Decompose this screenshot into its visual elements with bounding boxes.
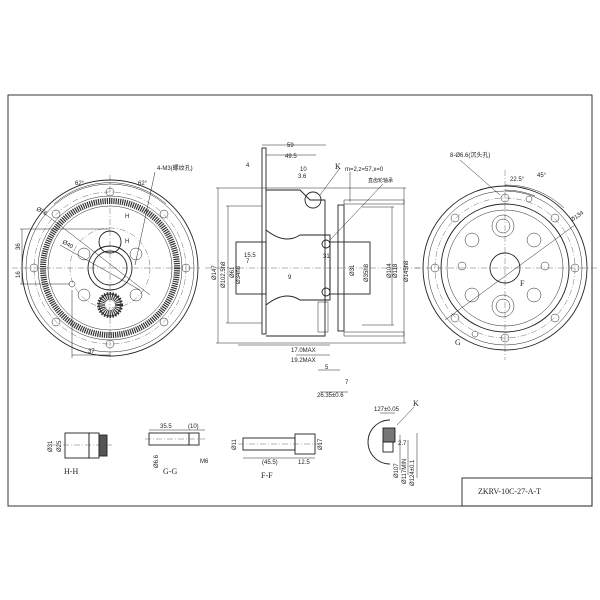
section-marker: G <box>455 338 461 347</box>
section-label: F-F <box>261 471 273 480</box>
section-label: G-G <box>163 467 177 476</box>
diameter-label: Ø117MIN <box>402 459 408 484</box>
left-front-view: 4-M3(螺纹孔) 62° 62° Ø76 Ø40 36 16 37 H H <box>12 164 200 362</box>
dimension-label: (10) <box>188 424 199 430</box>
diameter-label: Ø147 <box>212 265 218 280</box>
diameter-label: Ø145h8 <box>404 260 410 282</box>
section-marker: F <box>520 279 525 288</box>
diameter-label: Ø25 <box>57 440 63 452</box>
diameter-label: Ø31 <box>350 264 356 276</box>
section-marker: H <box>125 214 129 220</box>
diameter-label: Ø107 <box>394 463 400 478</box>
holes-label: 4-M3(螺纹孔) <box>157 164 193 172</box>
dimension-label: 10 <box>300 167 307 173</box>
part-number: ZKRV-10C-27-A-T <box>478 487 541 496</box>
dimension-label: 26.35±0.6 <box>317 393 344 399</box>
detail-marker: K <box>413 399 419 408</box>
diameter-label: Ø40 <box>61 240 74 251</box>
section-marker: H <box>125 239 129 245</box>
dimension-label: 17.0MAX <box>291 348 316 354</box>
dimension-label: 9 <box>288 275 292 281</box>
holes-label: 8-Ø6.6(沉头孔) <box>450 151 490 159</box>
dimension-label: 49.5 <box>285 154 297 160</box>
diameter-label: Ø102.5h8 <box>221 261 227 288</box>
diameter-label: Ø31 <box>48 440 54 452</box>
dimension-label: 31 <box>323 254 330 260</box>
dimension-label: 4 <box>246 163 250 169</box>
bearing-label: 直齿轮轴承 <box>368 177 393 184</box>
detail-marker: K <box>335 162 341 171</box>
diameter-label: Ø134 <box>570 210 586 224</box>
angle-label: 22.5° <box>510 177 525 183</box>
angle-label: 45° <box>537 173 547 179</box>
dimension-label: 15.5 <box>244 253 256 259</box>
diameter-label: Ø118 <box>393 263 399 278</box>
center-section-view: 59 49.5 4 10 3.6 K m=2,z=57,x=0 直齿轮轴承 Ø1… <box>205 143 420 399</box>
dimension-label: 3.6 <box>298 174 307 180</box>
diameter-label: Ø104 <box>387 263 393 278</box>
diameter-label: Ø76 <box>35 207 48 218</box>
diameter-label: Ø17 <box>318 438 324 450</box>
dimension-label: 36 <box>16 243 22 250</box>
diameter-label: Ø35h8 <box>364 263 370 282</box>
dimension-label: 19.2MAX <box>291 358 316 364</box>
diameter-label: Ø6.6 <box>154 454 160 468</box>
drawing-border <box>7 94 593 507</box>
dimension-label: 37 <box>88 349 95 355</box>
diameter-label: Ø61 <box>230 266 236 278</box>
diameter-label: Ø124±0.1 <box>410 459 416 486</box>
dimension-label: 127±0.05 <box>374 407 400 413</box>
dimension-label: (45.5) <box>262 460 278 466</box>
dimension-label: 35.5 <box>160 424 172 430</box>
diameter-label: Ø11 <box>232 438 238 450</box>
dimension-label: 7 <box>246 259 250 265</box>
dimension-label: 59 <box>287 143 294 149</box>
diameter-label: Ø34h8 <box>236 265 242 284</box>
dimension-label: 5 <box>325 365 329 371</box>
thread-label: M6 <box>200 459 209 465</box>
title-block: ZKRV-10C-27-A-T <box>461 477 593 507</box>
angle-label: 62° <box>138 181 148 187</box>
dimension-label: 12.5 <box>298 460 310 466</box>
section-gg: 35.5 (10) Ø6.6 M6 G-G <box>145 424 209 476</box>
dimension-label: 16 <box>16 271 22 278</box>
dimension-label: 2.7 <box>398 441 407 447</box>
section-label: H-H <box>64 467 78 476</box>
section-hh: Ø31 Ø25 H-H <box>48 432 112 476</box>
detail-k: 127±0.05 K 2.7 Ø107 Ø117MIN Ø124±0.1 <box>367 399 419 486</box>
dimension-label: 7 <box>345 380 349 386</box>
gear-spec-label: m=2,z=57,x=0 <box>345 167 384 173</box>
right-rear-view: 8-Ø6.6(沉头孔) 22.5° 45° Ø134 F G <box>415 151 598 360</box>
section-ff: Ø11 Ø17 (45.5) 12.5 F-F <box>232 433 324 480</box>
angle-label: 62° <box>75 181 85 187</box>
